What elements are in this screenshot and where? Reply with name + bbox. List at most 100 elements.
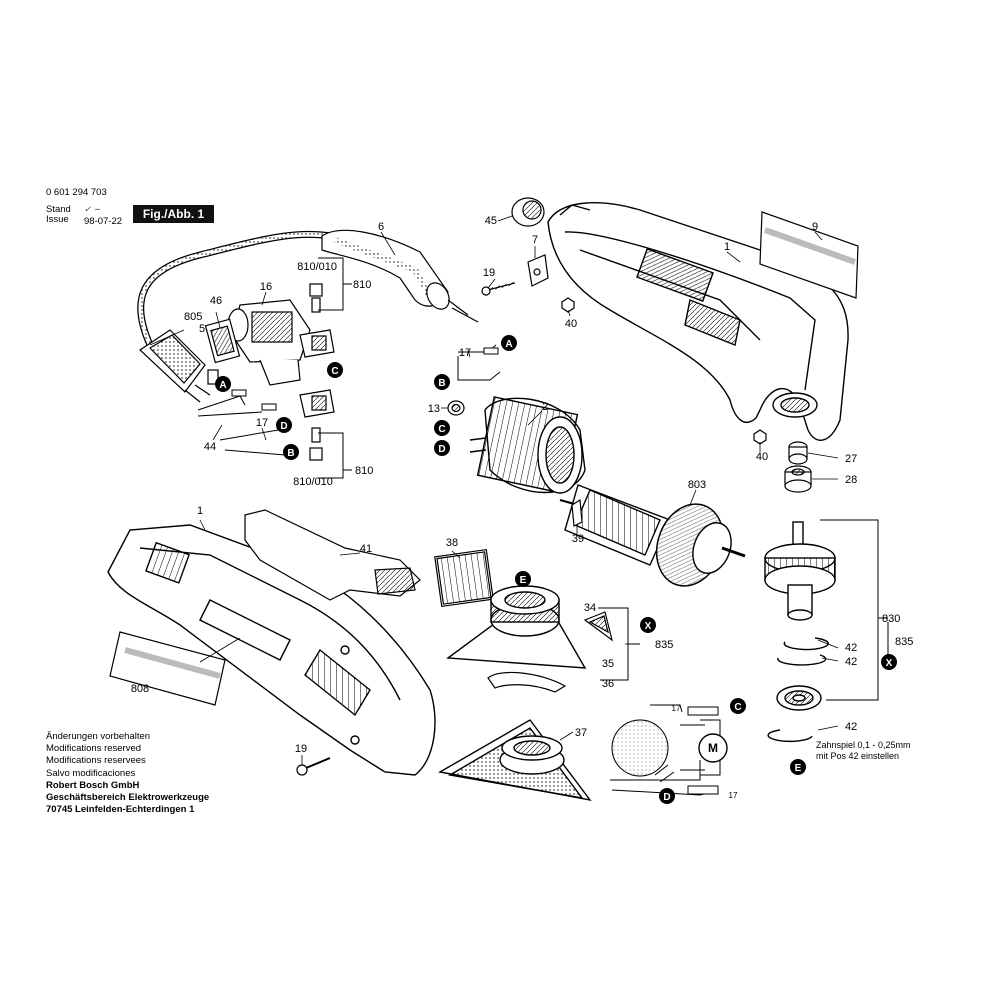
label-810-010-bottom: 810/010	[293, 476, 333, 488]
marker-x-pad: X	[640, 617, 656, 633]
label-9: 9	[812, 221, 818, 233]
tip-part-34	[583, 611, 613, 642]
label-1-top: 1	[724, 241, 730, 253]
carbon-brush-upper	[299, 283, 335, 358]
svg-text:B: B	[287, 448, 294, 459]
wiring-harness	[197, 389, 286, 456]
label-810-010-top: 810/010	[297, 261, 337, 273]
company-name: Robert Bosch GmbH	[46, 779, 140, 791]
figure-label: Fig./Abb. 1	[133, 205, 214, 223]
sanding-pad-part-37	[438, 719, 592, 802]
label-40-bottom: 40	[756, 451, 768, 463]
plug-icon	[139, 329, 219, 403]
svg-text:D: D	[280, 421, 287, 432]
label-37: 37	[575, 727, 587, 739]
label-17-schematic-bottom: 17	[729, 791, 738, 800]
svg-text:C: C	[734, 702, 741, 713]
label-16: 16	[260, 281, 272, 293]
label-27: 27	[845, 453, 857, 465]
note-de: Änderungen vorbehalten	[46, 731, 151, 742]
armature-part-803	[559, 484, 746, 587]
label-34: 34	[584, 602, 596, 614]
switch-part-16	[227, 299, 311, 386]
label-36: 36	[602, 678, 614, 690]
stand-label: Stand	[46, 204, 71, 215]
nut-part-40-top	[561, 297, 575, 313]
label-part-808	[109, 631, 226, 706]
svg-text:E: E	[520, 575, 527, 586]
label-42-a: 42	[845, 642, 857, 654]
label-39: 39	[572, 533, 584, 545]
note-en: Modifications reserved	[46, 743, 142, 755]
label-835-pad: 835	[655, 639, 673, 651]
label-44: 44	[204, 441, 216, 453]
svg-text:X: X	[645, 621, 652, 632]
company-address: 70745 Leinfelden-Echterdingen 1	[46, 804, 195, 816]
clamp-part-7	[527, 254, 549, 287]
bushing-part-13	[447, 400, 465, 416]
bracket-810-upper	[318, 257, 352, 311]
label-28: 28	[845, 474, 857, 486]
marker-x-gear: X	[881, 654, 897, 670]
label-805: 805	[184, 311, 202, 323]
marker-b-field: B	[434, 374, 450, 390]
label-40-top: 40	[565, 318, 577, 330]
label-17-switch: 17	[256, 417, 268, 429]
gear-assembly-part-830	[764, 521, 836, 621]
label-835-gear: 835	[895, 636, 913, 648]
bracket-810-lower	[318, 432, 352, 479]
part-labels: 6 810/010 810 16 46 805 5 17 44 810 810/…	[131, 215, 914, 800]
knob-part-45	[511, 197, 545, 227]
wiring-schematic	[610, 704, 728, 796]
marker-d-switch: D	[276, 417, 292, 433]
bearing-part-27	[788, 441, 808, 465]
wire-terminal-part-17	[457, 344, 501, 381]
stand-issue-block: Stand Issue	[46, 205, 71, 225]
svg-text:E: E	[795, 763, 802, 774]
filter-part-38	[434, 548, 494, 608]
screw-part-19-bottom	[296, 757, 331, 776]
label-1-bottom: 1	[197, 505, 203, 517]
marker-e-gear: E	[790, 759, 806, 775]
label-plate-part-9	[759, 211, 859, 299]
bearing-part-28	[784, 465, 812, 493]
label-2: 2	[542, 401, 548, 413]
ball-bearing-part-42	[776, 685, 822, 711]
power-cord	[137, 230, 341, 347]
part-number: 0 601 294 703	[46, 187, 107, 198]
signature-icon: ✓ ∼	[84, 205, 101, 215]
cord-protector-part-6	[321, 229, 479, 323]
spring-part-36	[487, 671, 567, 693]
label-46: 46	[210, 295, 222, 307]
clip-part-39	[571, 498, 583, 527]
label-38: 38	[446, 537, 458, 549]
revision-block: ✓ ∼ 98-07-22	[84, 205, 122, 227]
label-45: 45	[485, 215, 497, 227]
cover-part-41	[244, 509, 421, 601]
label-13: 13	[428, 403, 440, 415]
marker-d-field: D	[434, 440, 450, 456]
issue-label: Issue	[46, 214, 69, 225]
svg-text:X: X	[886, 658, 893, 669]
nut-part-40-bottom	[753, 429, 767, 445]
revision-date: 98-07-22	[84, 216, 123, 227]
backlash-note: Zahnspiel 0,1 - 0,25mm mit Pos 42 einste…	[816, 740, 911, 762]
marker-c-field: C	[434, 420, 450, 436]
note-es: Salvo modificaciones	[46, 767, 136, 779]
label-17-terminal: 17	[459, 347, 471, 359]
svg-text:C: C	[438, 424, 445, 435]
marker-a-terminal: A	[501, 335, 517, 351]
label-6: 6	[378, 221, 384, 233]
gasket-part-46	[204, 318, 241, 364]
label-808: 808	[131, 683, 149, 695]
company-division: Geschäftsbereich Elektrowerkzeuge	[46, 792, 210, 804]
legal-notes: Änderungen vorbehalten Modifications res…	[46, 731, 209, 816]
svg-text:C: C	[331, 366, 338, 377]
svg-text:B: B	[438, 378, 445, 389]
marker-a-switch: A	[215, 376, 231, 392]
backlash-note-line-2: mit Pos 42 einstellen	[816, 751, 900, 761]
label-19-top: 19	[483, 267, 495, 279]
label-42-c: 42	[845, 721, 857, 733]
label-803: 803	[688, 479, 706, 491]
label-19-bottom: 19	[295, 743, 307, 755]
